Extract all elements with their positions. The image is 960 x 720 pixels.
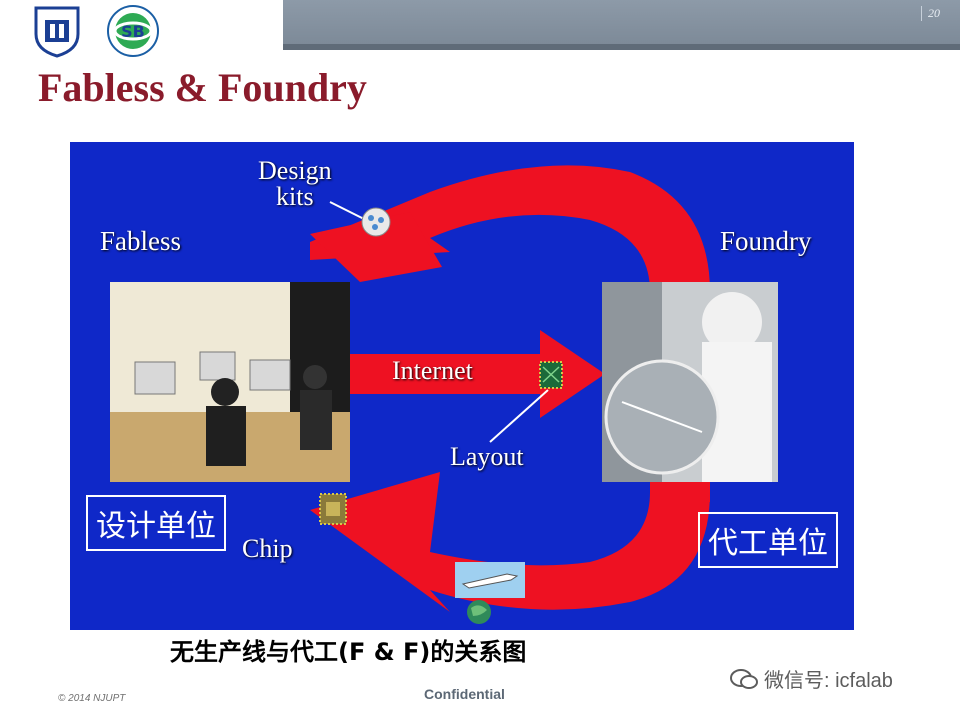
internet-arrow [350,330,605,418]
chip-arrow [310,472,710,612]
wechat-id: 微信号: icfalab [764,670,893,692]
page-number: 20 [921,6,940,21]
diagram-caption: 无生产线与代工(F & F)的关系图 [170,638,527,666]
foundry-label: Foundry [720,226,812,256]
design-unit-box: 设计单位 [86,495,226,551]
design-kits-arrow [310,165,710,292]
design-kits-arrowhead [310,212,442,282]
wechat-icon [730,668,758,689]
chip-label: Chip [242,534,293,563]
header-bar-shadow [283,44,960,50]
copyright-text: © 2014 NJUPT [58,693,126,704]
design-kits-label: Design kits [258,156,332,211]
design-kits-icon [361,207,391,237]
layout-label: Layout [450,442,524,471]
school-logo-icon: SB [107,5,159,57]
fabless-foundry-diagram: Fabless Foundry Design kits Internet Lay… [70,142,854,630]
layout-pointer [489,389,549,443]
svg-text:SB: SB [121,22,145,41]
chip-icon [319,493,347,525]
confidential-label: Confidential [424,686,505,702]
internet-label: Internet [392,356,473,385]
slide-title: Fabless & Foundry [38,65,367,110]
foundry-cleanroom-photo [602,282,778,482]
fabless-label: Fabless [100,226,181,256]
layout-chip-icon [539,361,563,389]
header-bar [283,0,960,50]
fabless-office-photo [110,282,350,482]
airplane-globe-icon [455,562,525,624]
wechat-watermark: 微信号: icfalab [730,664,893,693]
university-logo-icon [34,6,80,58]
foundry-unit-box: 代工单位 [698,512,838,568]
